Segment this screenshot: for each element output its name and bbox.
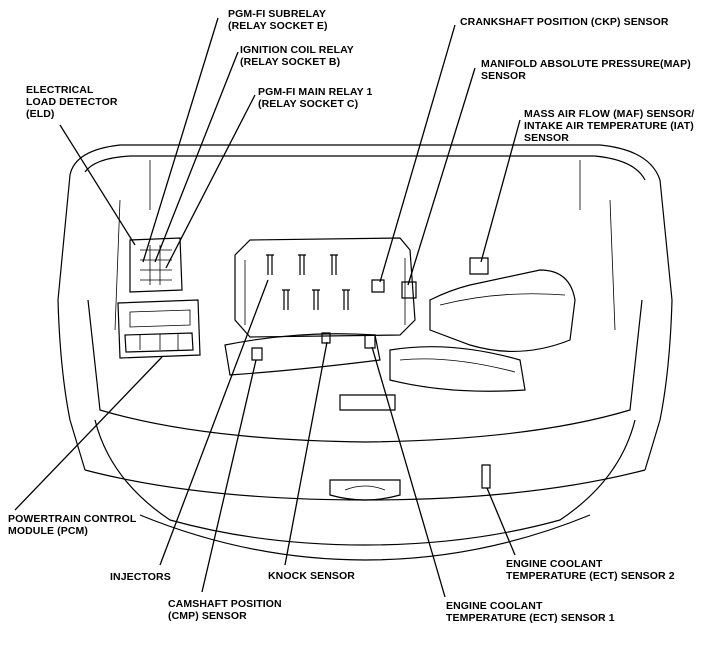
label-ckp-sensor: CRANKSHAFT POSITION (CKP) SENSOR xyxy=(460,16,669,28)
body-outline xyxy=(57,174,673,561)
relay-box xyxy=(129,237,183,293)
label-pgmfi-subrelay: PGM-FI SUBRELAY (RELAY SOCKET E) xyxy=(228,8,328,32)
intake-duct xyxy=(389,269,576,392)
latch xyxy=(329,394,401,501)
label-cmp-sensor: CAMSHAFT POSITION (CMP) SENSOR xyxy=(168,598,282,622)
label-eld: ELECTRICAL LOAD DETECTOR (ELD) xyxy=(26,84,118,120)
hood-outline xyxy=(69,144,661,210)
pcm-box xyxy=(117,299,201,359)
leader-lines xyxy=(14,17,521,598)
engine-cover xyxy=(224,237,416,376)
label-maf-iat-sensor: MASS AIR FLOW (MAF) SENSOR/ INTAKE AIR T… xyxy=(524,108,695,144)
label-pgmfi-main-relay: PGM-FI MAIN RELAY 1 (RELAY SOCKET C) xyxy=(258,86,373,110)
label-ignition-coil-relay: IGNITION COIL RELAY (RELAY SOCKET B) xyxy=(240,44,354,68)
label-ect-sensor-1: ENGINE COOLANT TEMPERATURE (ECT) SENSOR … xyxy=(446,600,615,624)
label-pcm: POWERTRAIN CONTROL MODULE (PCM) xyxy=(8,513,137,537)
injectors xyxy=(266,254,350,310)
label-map-sensor: MANIFOLD ABSOLUTE PRESSURE(MAP) SENSOR xyxy=(481,58,691,82)
label-ect-sensor-2: ENGINE COOLANT TEMPERATURE (ECT) SENSOR … xyxy=(506,558,675,582)
label-injectors: INJECTORS xyxy=(110,571,171,583)
label-knock-sensor: KNOCK SENSOR xyxy=(268,570,355,582)
